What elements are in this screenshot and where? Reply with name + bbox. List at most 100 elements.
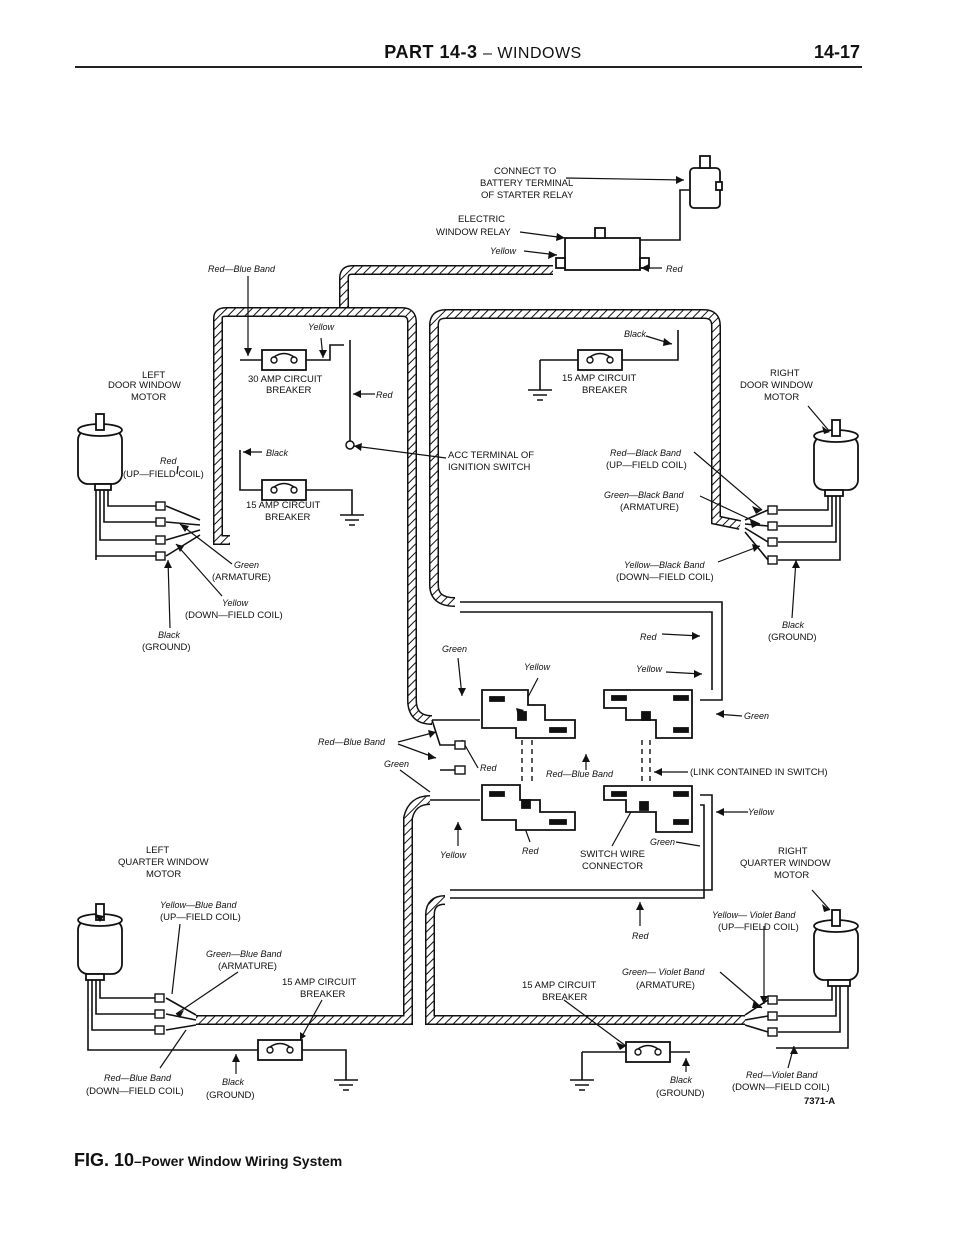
thin-wires [87, 189, 849, 1080]
label-cb15-lq-2: BREAKER [300, 989, 346, 1000]
label-sw-yellow-bottom: Yellow [440, 850, 467, 860]
label-rd-red-black: Red—Black Band [610, 448, 682, 458]
page-header-title: PART 14-3 – WINDOWS [0, 42, 966, 63]
label-lq-arm: (ARMATURE) [218, 961, 277, 972]
label-right-q-1: RIGHT [778, 846, 808, 857]
figure-number: FIG. 10 [74, 1150, 135, 1170]
switch-upper-left [481, 689, 576, 739]
label-ld-red: Red [160, 456, 178, 466]
label-right-q-3: MOTOR [774, 870, 809, 881]
label-ld-yellow: Yellow [222, 598, 249, 608]
label-rd-yellow-black: Yellow—Black Band [624, 560, 706, 570]
label-sw-yellow-top: Yellow [524, 662, 551, 672]
label-cb15-right-2: BREAKER [582, 385, 628, 396]
label-rd-arm: (ARMATURE) [620, 502, 679, 513]
label-left-door-2: DOOR WINDOW [108, 380, 181, 391]
label-lq-green-blue: Green—Blue Band [206, 949, 283, 959]
label-black-right-top: Black [624, 329, 647, 339]
label-rq-ground: (GROUND) [656, 1088, 705, 1099]
label-red-blue-top: Red—Blue Band [208, 264, 276, 274]
label-relay-2: WINDOW RELAY [436, 227, 511, 238]
label-sw-red-blue-mid: Red—Blue Band [546, 769, 614, 779]
label-left-door-3: MOTOR [131, 392, 166, 403]
label-right-door-2: DOOR WINDOW [740, 380, 813, 391]
label-sw-green-bottom: Green [650, 837, 675, 847]
label-cb15-rq-1: 15 AMP CIRCUIT [522, 980, 596, 991]
label-lq-red-blue: Red—Blue Band [104, 1073, 172, 1083]
label-sw-red-mid: Red [480, 763, 498, 773]
label-sw-red-right: Red [640, 632, 658, 642]
label-left-q-2: QUARTER WINDOW [118, 857, 209, 868]
label-sw-conn-2: CONNECTOR [582, 861, 643, 872]
label-lq-yellow-blue: Yellow—Blue Band [160, 900, 238, 910]
label-cb15-right-1: 15 AMP CIRCUIT [562, 373, 636, 384]
left-door-motor [77, 413, 123, 491]
label-ld-green: Green [234, 560, 259, 570]
label-lq-down: (DOWN—FIELD COIL) [86, 1086, 184, 1097]
label-rd-black: Black [782, 620, 805, 630]
label-left-q-1: LEFT [146, 845, 169, 856]
motors [77, 413, 859, 987]
page-number: 14-17 [813, 42, 860, 62]
right-door-motor [813, 419, 859, 497]
breaker-contacts [266, 352, 662, 1056]
label-left-door-1: LEFT [142, 370, 165, 381]
label-right-door-3: MOTOR [764, 392, 799, 403]
connector-terminals [154, 501, 778, 1037]
label-sw-green-top: Green [442, 644, 467, 654]
label-cb15-left-2: BREAKER [265, 512, 311, 523]
label-relay-red: Red [666, 264, 684, 274]
left-quarter-motor [77, 903, 123, 981]
label-sw-red-bottom: Red [522, 846, 540, 856]
label-cb30-2: BREAKER [266, 385, 312, 396]
label-right-door-1: RIGHT [770, 368, 800, 379]
label-red-mid: Red [376, 390, 394, 400]
wire-harness [196, 265, 745, 1025]
electric-window-relay [555, 227, 650, 271]
label-rq-red: Red [632, 931, 650, 941]
section-name: – WINDOWS [483, 45, 582, 62]
switch-lower-right [603, 785, 693, 833]
circuit-breakers [257, 349, 671, 1063]
label-acc-1: ACC TERMINAL OF [448, 450, 534, 461]
switch-upper-right [603, 689, 693, 739]
acc-terminal-node [345, 440, 355, 450]
switch-lower-left [481, 784, 576, 831]
label-lq-ground: (GROUND) [206, 1090, 255, 1101]
figure-title: –Power Window Wiring System [134, 1153, 343, 1169]
label-rd-green-black: Green—Black Band [604, 490, 685, 500]
label-sw-yellow-lower-right: Yellow [748, 807, 775, 817]
label-connect-battery-2: BATTERY TERMINAL [480, 178, 573, 189]
label-ld-down: (DOWN—FIELD COIL) [185, 610, 283, 621]
label-ld-ground: (GROUND) [142, 642, 191, 653]
label-cb15-left-1: 15 AMP CIRCUIT [246, 500, 320, 511]
label-rq-yellow-violet: Yellow— Violet Band [712, 910, 796, 920]
label-ld-up: (UP—FIELD COIL) [123, 469, 204, 480]
label-right-q-2: QUARTER WINDOW [740, 858, 831, 869]
ground-symbols [334, 389, 594, 1091]
figure-caption: FIG. 10–Power Window Wiring System [74, 1150, 342, 1171]
label-link: (LINK CONTAINED IN SWITCH) [690, 767, 828, 778]
header-rule [75, 66, 862, 68]
label-connect-battery-3: OF STARTER RELAY [481, 190, 574, 201]
figure-code: 7371-A [804, 1096, 835, 1107]
label-rq-down: (DOWN—FIELD COIL) [732, 1082, 830, 1093]
label-rd-down: (DOWN—FIELD COIL) [616, 572, 714, 583]
label-rq-arm: (ARMATURE) [636, 980, 695, 991]
label-top-yellow: Yellow [308, 322, 335, 332]
label-rd-up: (UP—FIELD COIL) [606, 460, 687, 471]
label-left-q-3: MOTOR [146, 869, 181, 880]
label-rd-ground: (GROUND) [768, 632, 817, 643]
label-sw-conn-1: SWITCH WIRE [580, 849, 645, 860]
label-ld-black: Black [158, 630, 181, 640]
label-cb30-1: 30 AMP CIRCUIT [248, 374, 322, 385]
label-rq-red-violet: Red—Violet Band [746, 1070, 818, 1080]
label-black-left: Black [266, 448, 289, 458]
label-acc-2: IGNITION SWITCH [448, 462, 530, 473]
window-switches [481, 689, 693, 833]
label-lq-up: (UP—FIELD COIL) [160, 912, 241, 923]
label-cb15-rq-2: BREAKER [542, 992, 588, 1003]
label-sw-yellow-right: Yellow [636, 664, 663, 674]
label-relay-yellow: Yellow [490, 246, 517, 256]
